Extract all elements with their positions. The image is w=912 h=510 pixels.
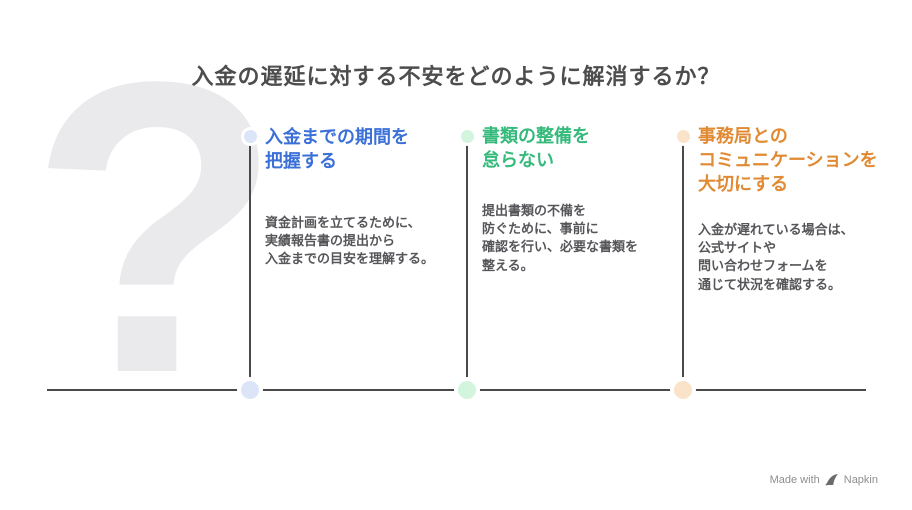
watermark-prefix-label: Made with: [769, 473, 820, 486]
step-marker-dot: [460, 130, 474, 143]
step-description: 資金計画を立てるために、 実績報告書の提出から 入金までの目安を理解する。: [265, 215, 435, 267]
step-marker-dot: [243, 130, 257, 143]
made-with-napkin-watermark: Made with Napkin: [770, 473, 878, 486]
step-heading: 入金までの期間を 把握する: [265, 127, 409, 171]
question-mark-graphic: ?: [29, 0, 283, 459]
connector-line: [466, 137, 468, 390]
timeline-dot: [241, 381, 259, 399]
step-heading: 事務局との コミュニケーションを 大切にする: [698, 126, 878, 194]
step-heading: 書類の整備を 怠らない: [482, 126, 590, 170]
connector-line: [249, 137, 251, 390]
timeline-axis: [47, 389, 866, 391]
timeline-dot: [458, 381, 476, 399]
napkin-logo-icon: [825, 473, 839, 486]
step-description: 入金が遅れている場合は、 公式サイトや 問い合わせフォームを 通じて状況を確認す…: [698, 222, 854, 292]
watermark-brand-label: Napkin: [843, 473, 878, 486]
page-title: 入金の遅延に対する不安をどのように解消するか？: [191, 63, 721, 89]
timeline-dot: [674, 381, 692, 399]
connector-line: [682, 137, 684, 390]
step-marker-dot: [676, 130, 690, 143]
step-description: 提出書類の不備を 防ぐために、事前に 確認を行い、必要な書類を 整える。: [482, 203, 639, 273]
